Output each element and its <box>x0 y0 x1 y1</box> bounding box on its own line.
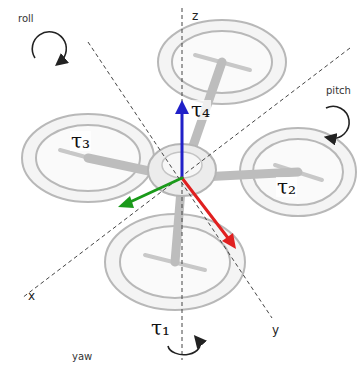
rotation-label: pitch <box>326 86 351 96</box>
axis-label: z <box>192 10 198 22</box>
axis-label: y <box>272 324 279 336</box>
torque-label: τ₂ <box>276 177 297 197</box>
torque-label: τ₃ <box>70 131 91 151</box>
torque-label: τ₄ <box>190 100 211 120</box>
torque-label: τ₁ <box>150 318 171 338</box>
axis-label: x <box>28 290 35 302</box>
rotation-label: roll <box>18 14 34 24</box>
rotation-label: yaw <box>72 352 92 362</box>
